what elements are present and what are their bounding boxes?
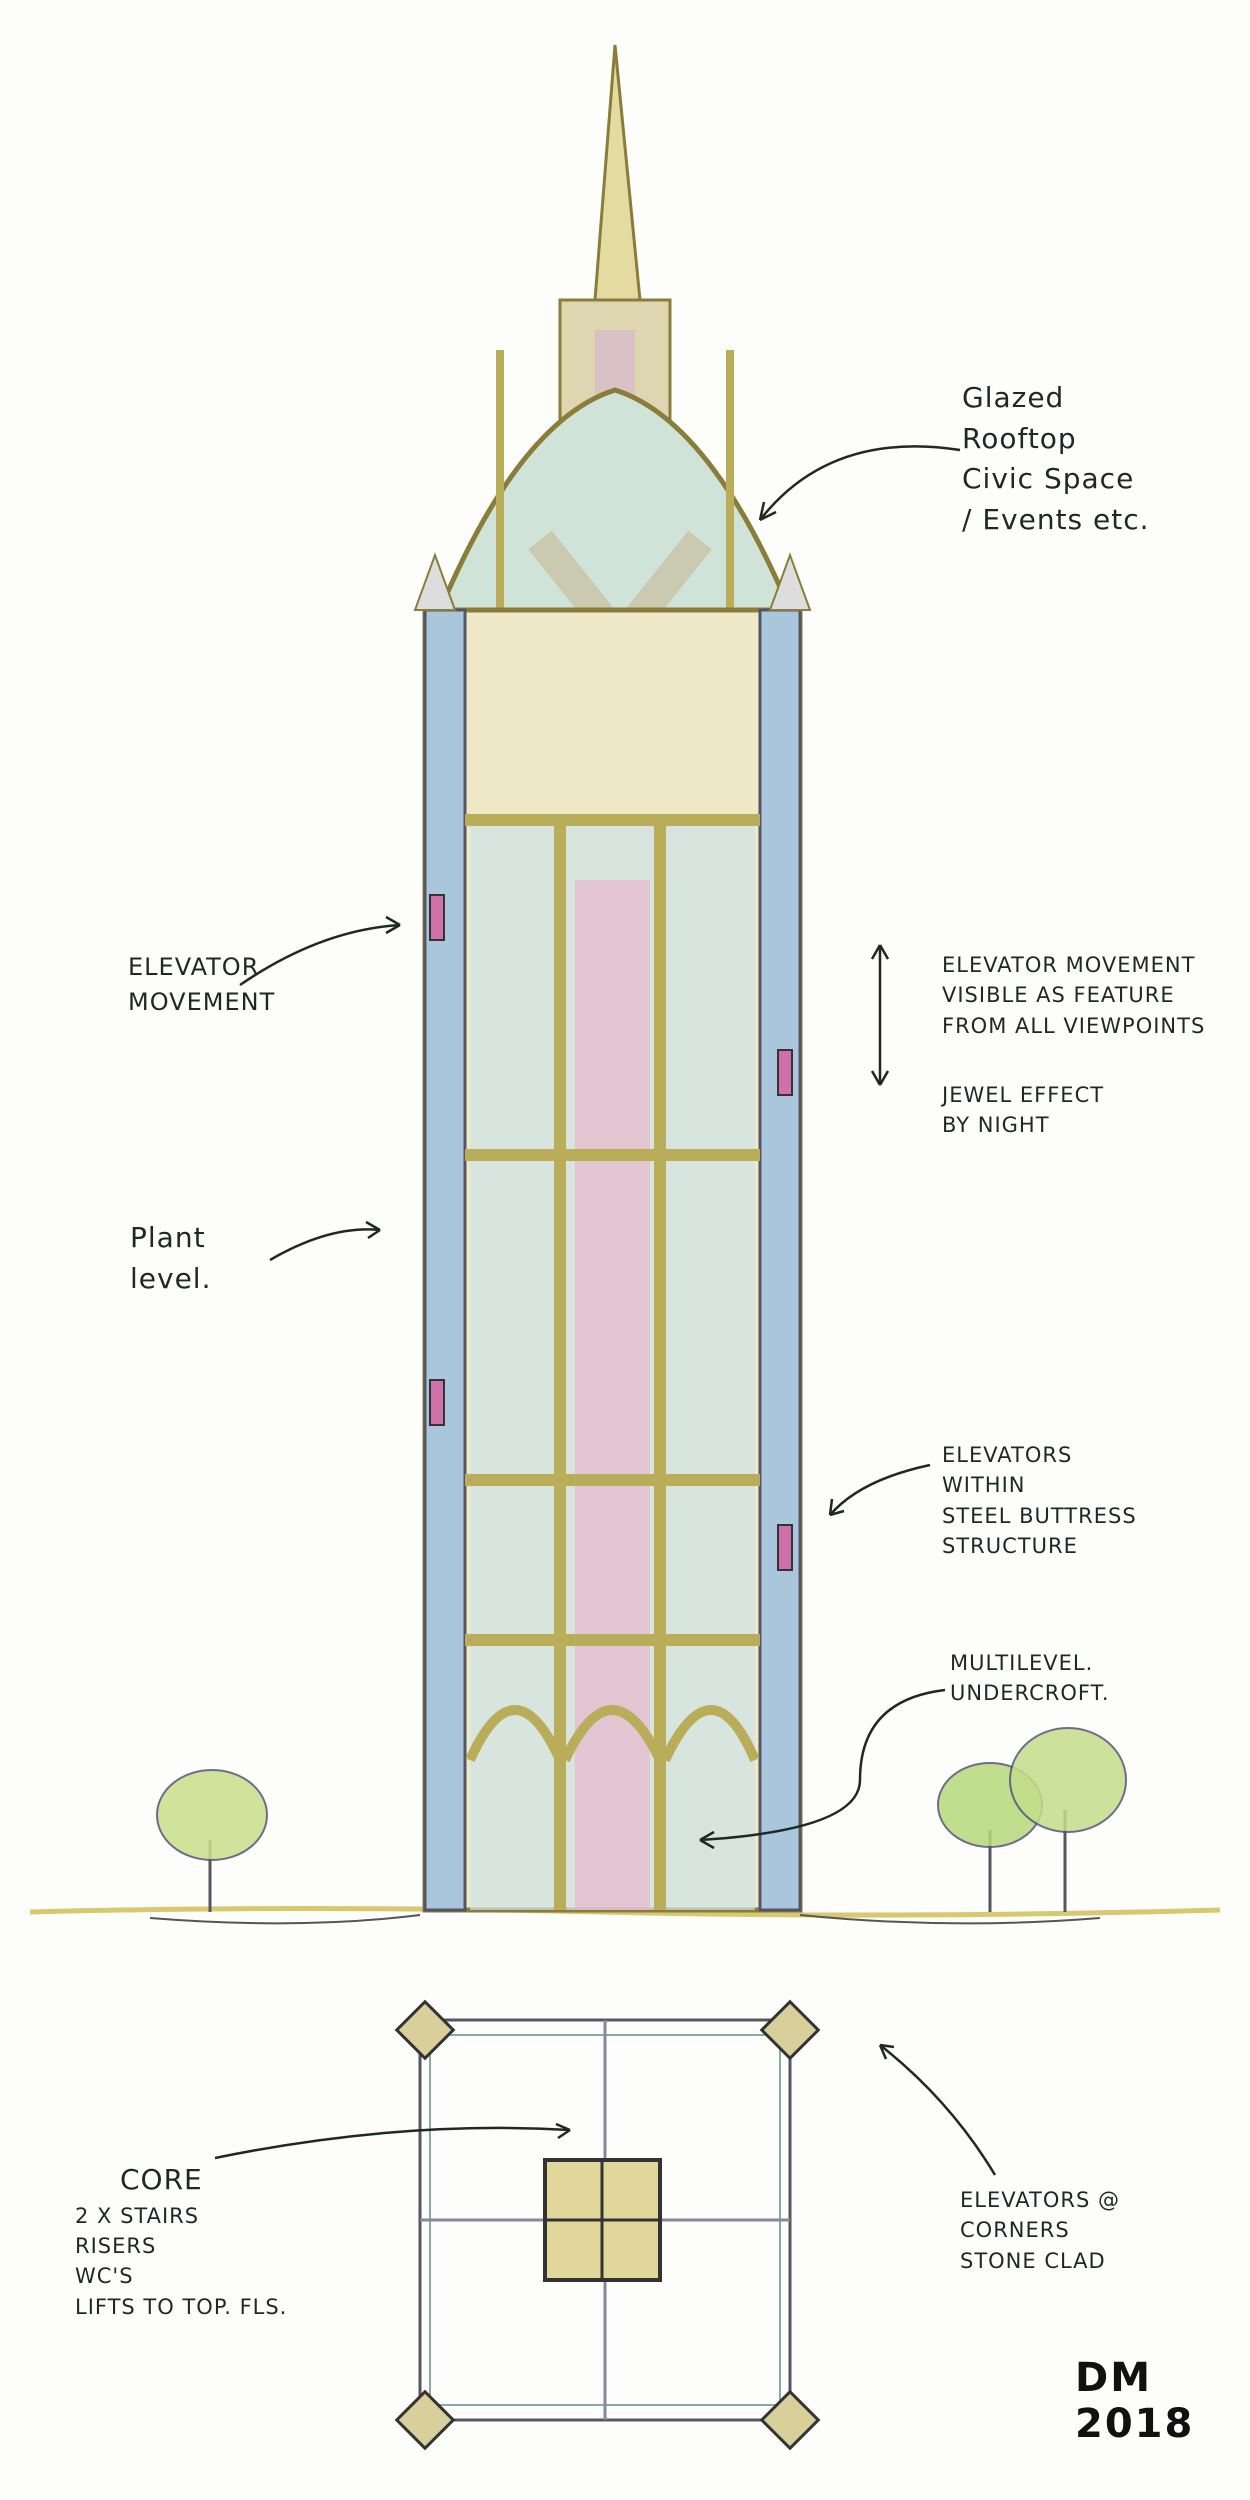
note-line: Glazed	[962, 381, 1065, 414]
note-line: Plant	[130, 1221, 206, 1254]
note-line: by night	[942, 1113, 1050, 1138]
leader-arrows	[214, 445, 997, 2176]
annotation-elevators-corners: Elevators @ corners stone clad	[960, 2185, 1120, 2276]
note-line: Civic Space	[962, 462, 1135, 496]
note-line: visible as feature	[942, 983, 1175, 1008]
floor-plan	[394, 1999, 821, 2451]
note-line: Undercroft.	[950, 1681, 1110, 1706]
annotation-plant-level: Plant level.	[130, 1218, 211, 1299]
annotation-jewel-effect: Jewel effect by night	[942, 1080, 1104, 1141]
note-line: WC's	[75, 2264, 134, 2289]
note-line: Elevators @	[960, 2188, 1120, 2212]
note-line: corners	[960, 2218, 1070, 2243]
note-line: / Events etc.	[962, 502, 1150, 536]
note-line: risers	[75, 2234, 157, 2259]
note-line: structure	[942, 1534, 1078, 1559]
note-line: Jewel effect	[942, 1083, 1105, 1107]
tree-right	[937, 1727, 1127, 1912]
annotation-core: Core 2 x stairs risers WC's lifts to top…	[75, 2160, 287, 2322]
signature: DM 2018	[1075, 2355, 1195, 2447]
note-line: Elevator	[128, 953, 260, 981]
note-line: Multilevel.	[950, 1651, 1094, 1675]
note-line: within	[942, 1473, 1026, 1498]
annotation-glazed-rooftop: Glazed Rooftop Civic Space / Events etc.	[962, 378, 1150, 540]
note-line: Elevator movement	[942, 953, 1196, 977]
note-line: Elevators	[942, 1443, 1073, 1467]
note-line: level.	[130, 1261, 212, 1295]
tree-left	[156, 1769, 268, 1912]
note-line: stone clad	[960, 2248, 1106, 2273]
note-line: Rooftop	[962, 421, 1077, 455]
note-line: steel buttress	[942, 1503, 1137, 1528]
tower-shaft	[413, 552, 812, 1913]
note-line: from all viewpoints	[942, 1013, 1206, 1038]
note-line: Movement	[128, 987, 276, 1016]
note-line: Core	[120, 2163, 203, 2196]
note-line: lifts to top. Fls.	[75, 2294, 288, 2319]
annotation-elevator-movement: Elevator Movement	[128, 950, 275, 1020]
annotation-elevator-visible: Elevator movement visible as feature fro…	[942, 950, 1205, 1041]
note-line: 2 x stairs	[75, 2203, 200, 2228]
annotation-elevators-buttress: Elevators within steel buttress structur…	[942, 1440, 1137, 1562]
annotation-undercroft: Multilevel. Undercroft.	[950, 1648, 1110, 1709]
